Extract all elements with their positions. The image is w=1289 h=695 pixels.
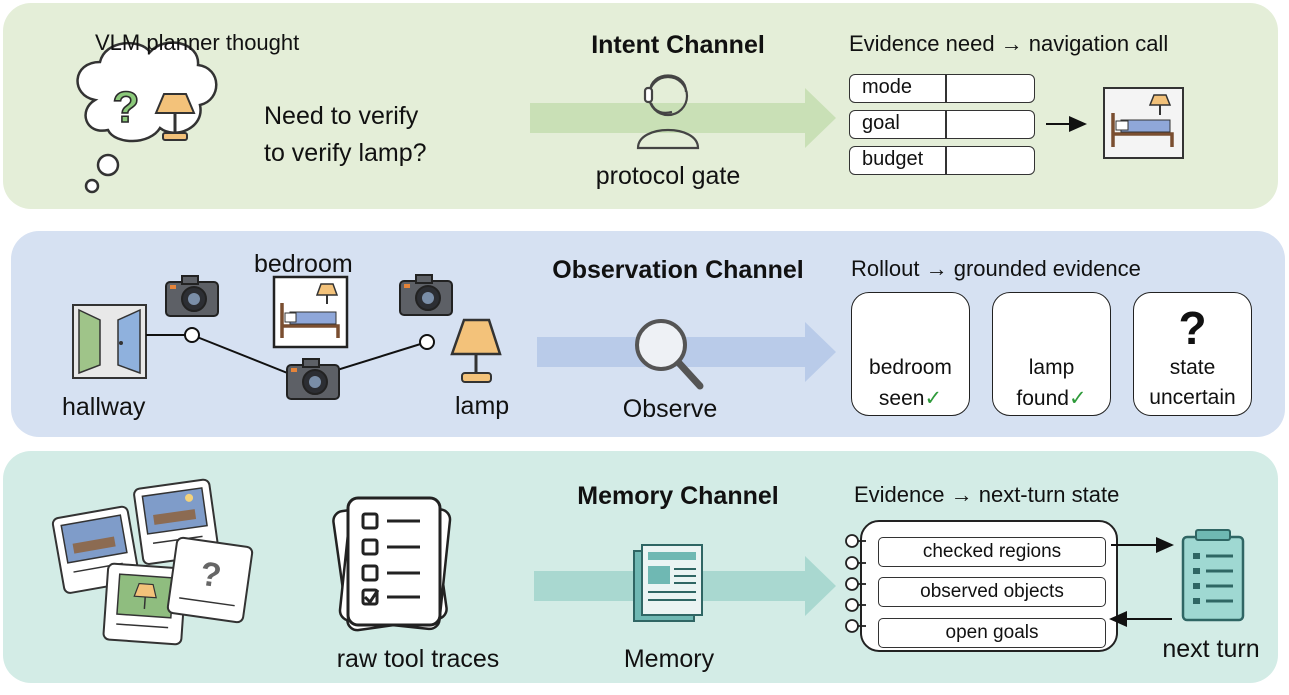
mode-field: mode	[849, 74, 1035, 103]
memory-document-icon	[633, 544, 703, 622]
protocol-gate-label: protocol gate	[595, 162, 741, 190]
lamp-node-label: lamp	[455, 392, 510, 420]
thought-caption: VLM planner thought	[95, 30, 300, 55]
card-bedroom-line-2: seen✓	[878, 387, 943, 410]
card-state-line-1: state	[1169, 356, 1216, 379]
photo-cards-icon: ?	[51, 478, 254, 646]
grounded-evidence-heading: Rollout → grounded evidence	[851, 256, 1141, 281]
next-turn-list-icon	[1181, 529, 1245, 622]
intent-channel-title: Intent Channel	[591, 31, 765, 59]
lamp-target-icon	[450, 318, 502, 383]
uncertain-question-icon: ?	[1178, 302, 1207, 354]
mode-field-label: mode	[862, 76, 913, 98]
thought-cloud-icon	[76, 41, 218, 194]
raw-tool-traces-label: raw tool traces	[336, 645, 500, 673]
goal-field-label: goal	[862, 112, 900, 134]
card-lamp-line-1: lamp	[1028, 356, 1075, 379]
evidence-card-lamp: lamp found✓	[992, 292, 1111, 416]
thought-line-2: to verify lamp?	[264, 139, 427, 167]
memory-row-open-goals: open goals	[878, 618, 1106, 648]
camera-icon-3	[399, 274, 453, 316]
camera-icon-2	[286, 358, 340, 400]
next-turn-state-heading: Evidence → next-turn state	[854, 482, 1120, 507]
headset-agent-icon	[636, 74, 700, 150]
camera-icon-1	[165, 275, 219, 317]
hallway-door-icon	[72, 304, 147, 379]
bedroom-room-icon	[272, 275, 349, 349]
budget-field: budget	[849, 146, 1035, 175]
card-lamp-line-2: found✓	[1016, 387, 1087, 410]
magnifier-icon	[635, 319, 704, 390]
memory-row-observed-objects: observed objects	[878, 577, 1106, 607]
evidence-card-bedroom: bedroom seen✓	[851, 292, 970, 416]
goal-field: goal	[849, 110, 1035, 139]
bedroom-node-label: bedroom	[254, 250, 353, 278]
card-state-line-2: uncertain	[1149, 386, 1236, 409]
next-turn-label: next turn	[1162, 635, 1260, 663]
thought-line-1: Need to verify	[264, 102, 419, 130]
lamp-icon	[154, 93, 196, 141]
memory-channel-title: Memory Channel	[577, 482, 779, 510]
bedroom-target-icon	[1103, 87, 1184, 159]
memory-row-checked-regions: checked regions	[878, 537, 1106, 567]
card-bedroom-line-1: bedroom	[869, 356, 952, 379]
evidence-card-uncertain: ? state uncertain	[1133, 292, 1252, 416]
navigation-call-heading: Evidence need → navigation call	[849, 31, 1169, 56]
question-mark-icon: ?	[112, 82, 140, 133]
svg-text:?: ?	[113, 83, 140, 132]
memory-label: Memory	[623, 645, 715, 673]
observation-flow-arrow	[537, 322, 836, 382]
check-icon: ✓	[924, 387, 943, 410]
clipboard-checklist-icon	[332, 496, 452, 632]
budget-field-label: budget	[862, 148, 924, 170]
observation-channel-title: Observation Channel	[552, 256, 804, 284]
check-icon: ✓	[1068, 387, 1087, 410]
hallway-node-label: hallway	[62, 393, 146, 421]
observe-label: Observe	[622, 395, 718, 423]
intent-flow-arrow	[530, 88, 836, 148]
